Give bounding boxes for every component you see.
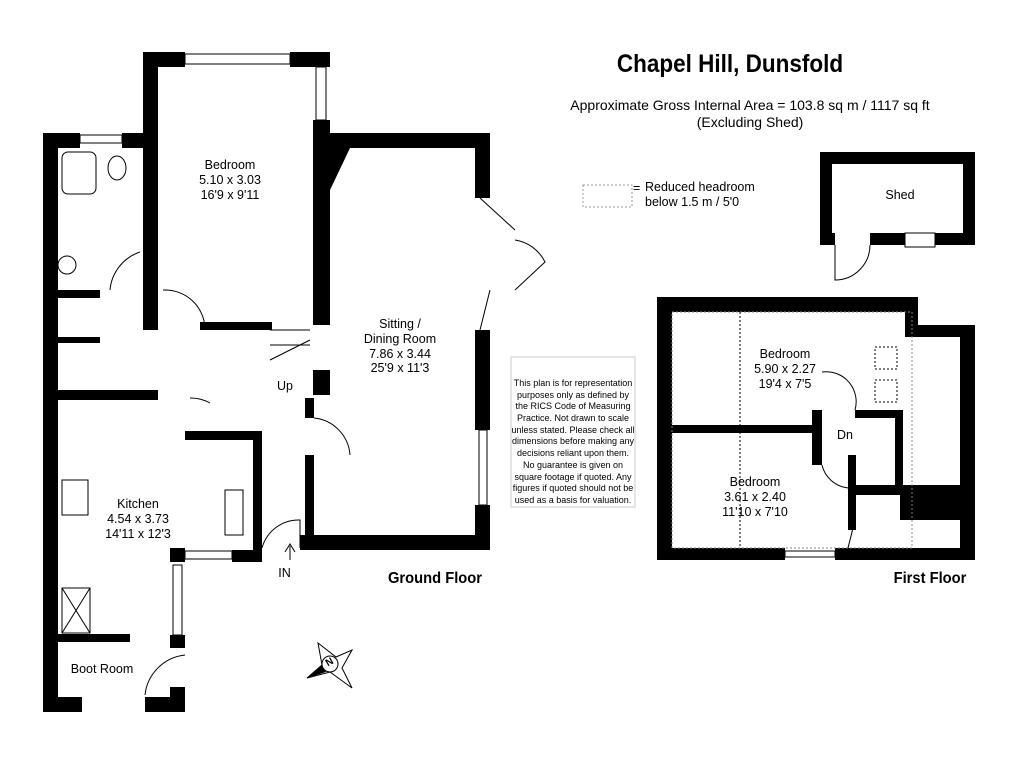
room-metric: 7.86 x 3.44	[369, 346, 431, 361]
gross-area: Approximate Gross Internal Area = 103.8 …	[540, 97, 960, 130]
room-imperial: 14'11 x 12'3	[105, 526, 171, 541]
room-name: Sitting /	[379, 317, 421, 331]
room-bedroom-first-2: Bedroom 3.61 x 2.40 11'10 x 7'10	[705, 475, 805, 519]
legend-equals: =	[633, 181, 641, 195]
room-sitting-dining: Sitting / Dining Room 7.86 x 3.44 25'9 x…	[345, 317, 455, 376]
room-boot-room: Boot Room	[70, 662, 134, 676]
page-title: Chapel Hill, Dunsfold	[616, 50, 844, 78]
room-imperial: 25'9 x 11'3	[370, 361, 430, 376]
room-metric: 3.61 x 2.40	[724, 489, 786, 504]
room-metric: 4.54 x 3.73	[107, 511, 169, 526]
first-floor-fixtures	[671, 311, 913, 558]
ground-floor-fixtures	[57, 53, 546, 696]
legend-text: Reduced headroom below 1.5 m / 5'0	[645, 180, 755, 209]
stairs-up-label: Up	[277, 379, 293, 393]
room-shed: Shed	[885, 188, 915, 202]
room-name: Kitchen	[117, 497, 159, 511]
shed-walls	[820, 152, 975, 281]
ground-floor-label: Ground Floor	[387, 570, 483, 587]
room-metric: 5.10 x 3.03	[199, 172, 261, 187]
ground-floor-walls	[43, 52, 490, 712]
stairs-down-label: Dn	[837, 428, 853, 442]
room-metric: 5.90 x 2.27	[754, 361, 816, 376]
legend-swatch	[582, 184, 633, 208]
room-imperial: 19'4 x 7'5	[758, 376, 812, 391]
entrance-label: IN	[278, 566, 291, 580]
room-name: Bedroom	[204, 158, 256, 172]
room-imperial: 11'10 x 7'10	[722, 504, 788, 519]
room-kitchen: Kitchen 4.54 x 3.73 14'11 x 12'3	[88, 497, 188, 541]
room-name: Bedroom	[729, 475, 781, 489]
area-note: (Excluding Shed)	[696, 113, 804, 130]
first-floor-walls	[657, 297, 975, 560]
compass-icon	[306, 641, 354, 689]
room-bedroom-ground: Bedroom 5.10 x 3.03 16'9 x 9'11	[180, 158, 280, 202]
room-imperial: 16'9 x 9'11	[200, 187, 260, 202]
room-name-line2: Dining Room	[363, 331, 437, 346]
disclaimer: This plan is for representation purposes…	[511, 378, 635, 505]
disclaimer-box	[510, 356, 636, 508]
room-bedroom-first-1: Bedroom 5.90 x 2.27 19'4 x 7'5	[735, 347, 835, 391]
room-name: Bedroom	[759, 347, 811, 361]
area-line: Approximate Gross Internal Area = 103.8 …	[570, 97, 930, 113]
first-floor-label: First Floor	[893, 570, 967, 587]
